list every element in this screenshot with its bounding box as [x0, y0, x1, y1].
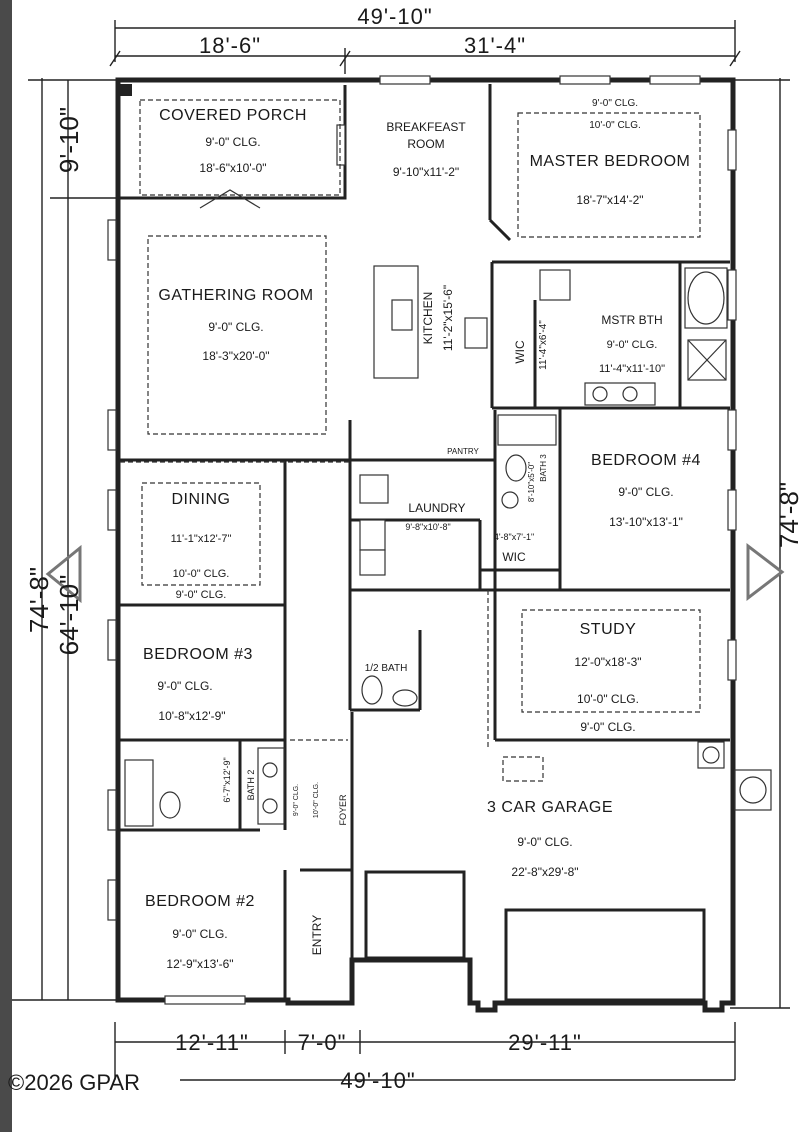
top-right-dimension: 31'-4" [464, 33, 526, 58]
bottom-dimension-3: 29'-11" [508, 1030, 582, 1055]
breakfast-size: 9'-10"x11'-2" [393, 165, 459, 179]
porch-post [120, 84, 132, 96]
bedroom-4-wic-size: 4'-8"x7'-1" [494, 532, 534, 542]
windows [107, 75, 737, 1005]
dining-clg-2: 9'-0" CLG. [176, 589, 227, 601]
left-inner-dimension: 64'-10" [54, 575, 84, 656]
master-bedroom-size: 18'-7"x14'-2" [576, 193, 643, 207]
study-label: STUDY [580, 621, 637, 638]
study-clg-1: 10'-0" CLG. [577, 692, 639, 706]
garage-size: 22'-8"x29'-8" [511, 865, 578, 879]
bedroom-2-size: 12'-9"x13'-6" [166, 957, 233, 971]
entry-label: ENTRY [310, 915, 324, 955]
gathering-room-clg: 9'-0" CLG. [208, 320, 263, 334]
dining-size: 11'-1"x12'-7" [171, 533, 232, 545]
right-dimensions [730, 78, 790, 1009]
bedroom-4-label: BEDROOM #4 [591, 452, 701, 469]
right-total-dimension: 74'-8" [774, 482, 804, 548]
study-clg-2: 9'-0" CLG. [580, 720, 635, 734]
copyright-watermark: ©2026 GPAR [8, 1070, 140, 1095]
garage-clg: 9'-0" CLG. [517, 835, 572, 849]
study-size: 12'-0"x18'-3" [574, 655, 641, 669]
bedroom-4-clg: 9'-0" CLG. [618, 485, 673, 499]
covered-porch-clg: 9'-0" CLG. [205, 135, 260, 149]
bottom-dimensions [114, 1022, 736, 1081]
overall-bottom-dimension: 49'-10" [340, 1068, 415, 1093]
bottom-dimension-1: 12'-11" [175, 1030, 249, 1055]
bath-3-size: 8'-10"x5'-0" [527, 462, 536, 502]
gathering-room-label: GATHERING ROOM [158, 287, 313, 304]
kitchen-size: 11'-2"x15'-6" [441, 285, 455, 351]
left-porch-dimension: 9'-10" [54, 107, 84, 173]
bedroom-2-label: BEDROOM #2 [145, 893, 255, 910]
bedroom-4-size: 13'-10"x13'-1" [609, 515, 683, 529]
dining-clg-1: 10'-0" CLG. [173, 568, 230, 580]
porch-door-swing [199, 189, 261, 209]
exterior-wall [115, 77, 736, 1013]
master-bath-size: 11'-4"x11'-10" [599, 363, 665, 375]
laundry-label: LAUNDRY [408, 501, 465, 515]
bedroom-4-wic-label: WIC [502, 550, 526, 564]
garage-doors [364, 870, 706, 1002]
master-bath-clg: 9'-0" CLG. [607, 339, 658, 351]
covered-porch-label: COVERED PORCH [159, 107, 307, 124]
bedroom-3-clg: 9'-0" CLG. [157, 679, 212, 693]
top-dimensions [109, 20, 741, 74]
bath-2-label: BATH 2 [246, 770, 256, 801]
garage-label: 3 CAR GARAGE [487, 799, 613, 816]
laundry-size: 9'-8"x10'-8" [405, 522, 450, 532]
dining-label: DINING [172, 491, 231, 508]
master-bath-label: MSTR BTH [601, 313, 662, 327]
breakfast-label-1: BREAKFEAST [386, 120, 466, 134]
overall-top-dimension: 49'-10" [357, 4, 432, 29]
top-left-dimension: 18'-6" [199, 33, 261, 58]
bedroom-3-size: 10'-8"x12'-9" [158, 709, 225, 723]
gathering-room-size: 18'-3"x20'-0" [202, 349, 269, 363]
bedroom-3-label: BEDROOM #3 [143, 646, 253, 663]
image-edge [0, 0, 12, 1132]
fixtures [124, 265, 772, 827]
pantry-label: PANTRY [447, 447, 479, 456]
porch-wall [120, 85, 347, 200]
foyer-clg-2: 10'-0" CLG. [313, 782, 320, 818]
bath-3-label: BATH 3 [539, 454, 548, 482]
bedroom-2-clg: 9'-0" CLG. [172, 927, 227, 941]
master-bedroom-clg-2: 10'-0" CLG. [589, 120, 641, 131]
master-wic-label: WIC [513, 340, 527, 364]
master-bedroom-label: MASTER BEDROOM [530, 153, 691, 170]
breakfast-label-2: ROOM [407, 137, 444, 151]
ceiling-outlines [120, 99, 701, 748]
master-wic-size: 11'-4"x6'-4" [538, 320, 549, 370]
half-bath-label: 1/2 BATH [365, 663, 408, 674]
bottom-dimension-2: 7'-0" [298, 1030, 347, 1055]
interior-walls [120, 84, 730, 1000]
foyer-label: FOYER [338, 794, 348, 826]
bath-2-size: 6'-7"x12'-9" [222, 757, 232, 802]
left-dimensions [12, 78, 118, 1001]
master-bedroom-clg-1: 9'-0" CLG. [592, 98, 638, 109]
covered-porch-size: 18'-6"x10'-0" [199, 161, 266, 175]
porch-window [336, 124, 346, 166]
left-total-dimension: 74'-8" [24, 567, 54, 633]
kitchen-label: KITCHEN [421, 292, 435, 345]
foyer-clg-1: 9'-0" CLG. [293, 784, 300, 816]
